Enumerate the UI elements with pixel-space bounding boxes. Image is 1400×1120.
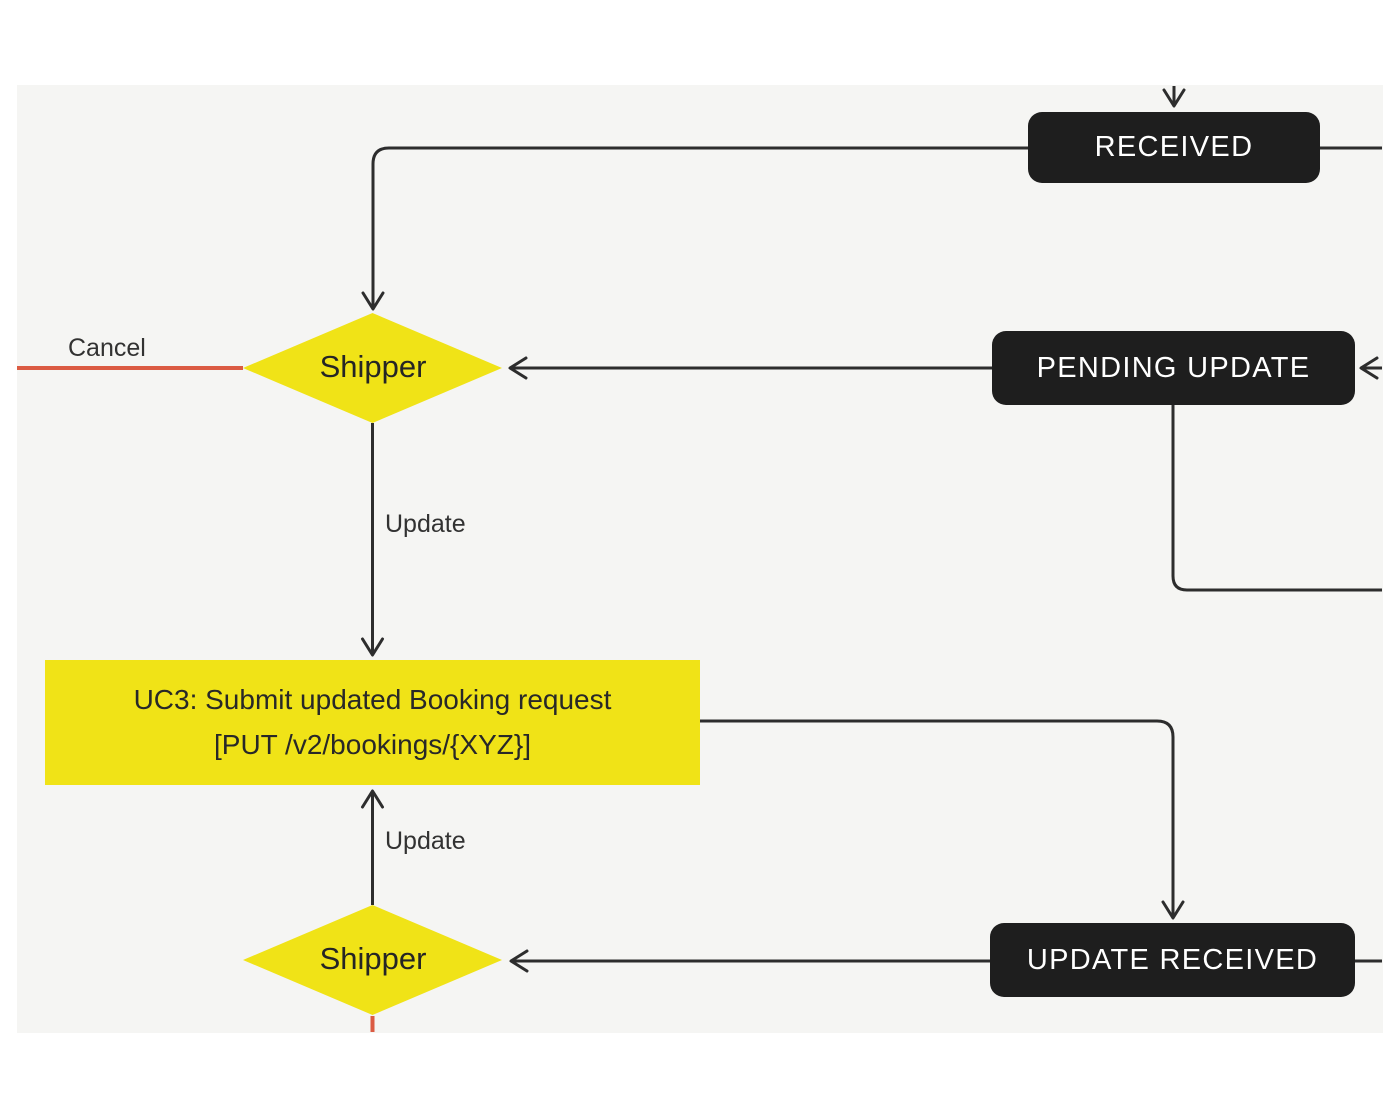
edge-uc3-to-update-received — [700, 719, 1185, 920]
shipper-top-diamond — [243, 313, 502, 423]
state-node-received: RECEIVED — [1028, 112, 1320, 183]
edge-pending-update-down-right-out — [1171, 405, 1382, 592]
shipper-top-diamond-label: Shipper — [319, 349, 427, 384]
state-node-update-received: UPDATE RECEIVED — [990, 923, 1355, 997]
state-node-update-received-label: UPDATE RECEIVED — [1026, 943, 1319, 976]
state-node-received-label: RECEIVED — [1094, 131, 1254, 163]
state-node-pending-update-label: PENDING UPDATE — [1036, 351, 1311, 384]
action-node-uc3: UC3: Submit updated Booking request [PUT… — [45, 660, 700, 785]
shipper-bottom-diamond — [243, 905, 502, 1015]
state-node-pending-update: PENDING UPDATE — [992, 331, 1355, 405]
edge-received-to-shipper-top — [361, 146, 1028, 311]
uc3-title: UC3: Submit updated Booking request — [133, 684, 612, 715]
edge-label-cancel: Cancel — [68, 334, 146, 362]
diagram-panel — [17, 85, 1383, 1033]
edge-label-update-bottom: Update — [385, 827, 466, 855]
shipper-bottom-diamond-label: Shipper — [319, 941, 427, 976]
uc3-subtitle: [PUT /v2/bookings/{XYZ}] — [214, 729, 531, 760]
edge-label-update-top: Update — [385, 510, 466, 538]
